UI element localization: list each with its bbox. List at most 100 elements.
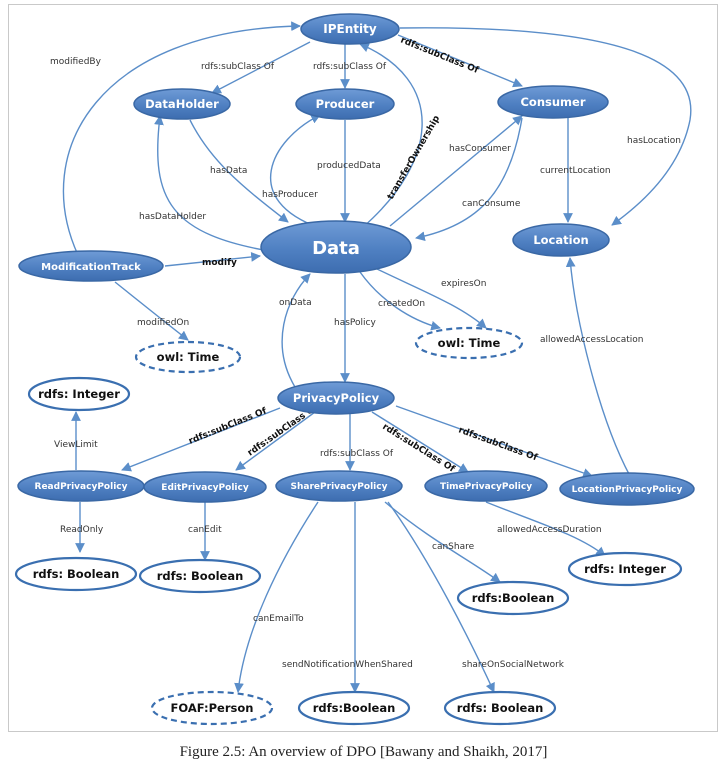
node-dataholder: DataHolder [133, 88, 231, 120]
edge-shareonsocialnetwork [387, 501, 495, 693]
node-modificationtrack: ModificationTrack [18, 250, 164, 282]
node-boolean-notification: rdfs:Boolean [297, 690, 411, 726]
label-createdon: createdOn [378, 299, 425, 309]
svg-text:SharePrivacyPolicy: SharePrivacyPolicy [291, 482, 388, 492]
label-hasdataholder: hasDataHolder [139, 212, 206, 222]
node-timeprivacypolicy: TimePrivacyPolicy [424, 470, 548, 502]
node-boolean-canshare: rdfs:Boolean [456, 580, 570, 616]
svg-text:rdfs: Boolean: rdfs: Boolean [457, 701, 544, 715]
edge-modify [164, 252, 261, 267]
label-currentlocation: currentLocation [540, 166, 611, 176]
svg-text:owl: Time: owl: Time [438, 336, 501, 350]
svg-text:rdfs:Boolean: rdfs:Boolean [313, 701, 396, 715]
svg-text:ModificationTrack: ModificationTrack [41, 262, 141, 273]
node-privacypolicy: PrivacyPolicy [277, 381, 395, 415]
svg-text:Data: Data [312, 238, 360, 259]
svg-text:rdfs: Integer: rdfs: Integer [584, 562, 666, 576]
edge-hasconsumer [389, 115, 523, 227]
node-boolean-readonly: rdfs: Boolean [14, 556, 138, 592]
svg-text:FOAF:Person: FOAF:Person [171, 701, 254, 715]
svg-text:TimePrivacyPolicy: TimePrivacyPolicy [440, 482, 532, 492]
label-produceddata: producedData [317, 161, 381, 171]
label-transferownership: transferOwnership [386, 114, 443, 202]
svg-text:IPEntity: IPEntity [323, 22, 377, 36]
node-boolean-canedit: rdfs: Boolean [138, 558, 262, 594]
label-ondata: onData [279, 298, 312, 308]
edge-hasdataholder [154, 115, 276, 253]
svg-text:ReadPrivacyPolicy: ReadPrivacyPolicy [35, 482, 128, 492]
node-owltime-modified: owl: Time [134, 340, 242, 374]
figure-frame [8, 4, 718, 732]
label-subclass-consumer: rdfs:subClass Of [399, 36, 480, 76]
edge-allowedaccesslocation [565, 257, 631, 477]
node-ipentity: IPEntity [300, 13, 400, 45]
edge-canemailto [234, 501, 319, 693]
label-readonly: ReadOnly [60, 525, 104, 535]
literal-nodes: owl: Time owl: Time rdfs: Integer rdfs: … [14, 326, 683, 726]
node-producer: Producer [295, 88, 395, 120]
node-locationprivacypolicy: LocationPrivacyPolicy [559, 472, 695, 506]
edge-canconsume [415, 117, 523, 242]
label-subclass-dataholder: rdfs:subClass Of [201, 62, 275, 72]
svg-text:DataHolder: DataHolder [145, 97, 219, 111]
edge-transferownership [359, 42, 423, 229]
label-shareonsocialnetwork: shareOnSocialNetwork [462, 660, 565, 670]
node-owltime-created: owl: Time [414, 326, 524, 360]
edge-expireson [374, 267, 487, 329]
svg-text:EditPrivacyPolicy: EditPrivacyPolicy [161, 483, 249, 493]
node-integer-duration: rdfs: Integer [567, 551, 683, 587]
svg-text:rdfs:Boolean: rdfs:Boolean [472, 591, 555, 605]
label-subclass-location: rdfs:subClass Of [457, 425, 539, 463]
node-integer-viewlimit: rdfs: Integer [27, 376, 131, 412]
label-sendnotification: sendNotificationWhenShared [282, 660, 413, 670]
edge-subclass-dataholder [211, 41, 311, 94]
dpo-ontology-diagram: modifiedBy rdfs:subClass Of rdfs:subClas… [14, 13, 695, 726]
label-allowedaccesslocation: allowedAccessLocation [540, 335, 644, 345]
svg-text:owl: Time: owl: Time [157, 350, 220, 364]
svg-text:Consumer: Consumer [520, 95, 585, 109]
node-foaf-person: FOAF:Person [150, 690, 274, 726]
label-expireson: expiresOn [441, 279, 486, 289]
label-modify: modify [202, 258, 237, 268]
label-haslocation: hasLocation [627, 136, 681, 146]
edge-createdon [359, 271, 441, 331]
edge-modifiedon [114, 281, 189, 341]
node-location: Location [512, 223, 610, 257]
edge-hasdata [189, 119, 289, 223]
edge-subclass-location [395, 405, 593, 478]
svg-text:Producer: Producer [316, 97, 375, 111]
node-readprivacypolicy: ReadPrivacyPolicy [17, 470, 145, 502]
edge-haslocation [399, 27, 692, 226]
svg-text:rdfs: Boolean: rdfs: Boolean [33, 567, 120, 581]
node-shareprivacypolicy: SharePrivacyPolicy [275, 470, 403, 502]
edge-allowedaccessduration [485, 501, 606, 557]
edge-subclass-edit [235, 411, 316, 471]
edge-subclass-read [121, 407, 281, 472]
label-hasdata: hasData [210, 166, 247, 176]
edge-canshare [384, 501, 501, 583]
edge-subclass-time [371, 411, 469, 473]
label-hasconsumer: hasConsumer [449, 144, 511, 154]
label-allowedaccessduration: allowedAccessDuration [497, 525, 602, 535]
edges [62, 21, 692, 693]
svg-text:rdfs: Boolean: rdfs: Boolean [157, 569, 244, 583]
label-subclass-share: rdfs:subClass Of [320, 449, 394, 459]
label-canemailto: canEmailTo [253, 614, 304, 624]
edge-ondata [281, 273, 311, 388]
svg-text:PrivacyPolicy: PrivacyPolicy [293, 391, 380, 405]
svg-text:Location: Location [533, 233, 588, 247]
class-nodes: IPEntity DataHolder Producer Consumer Da… [17, 13, 695, 506]
label-subclass-read: rdfs:subClass Of [187, 406, 268, 446]
label-modifiedon: modifiedOn [137, 318, 189, 328]
label-canconsume: canConsume [462, 199, 521, 209]
node-consumer: Consumer [497, 85, 609, 119]
edge-subclass-consumer [397, 34, 523, 88]
label-subclass-producer: rdfs:subClass Of [313, 62, 387, 72]
edge-modifiedby [62, 21, 301, 256]
label-haspolicy: hasPolicy [334, 318, 376, 328]
edge-hasproducer [270, 114, 321, 229]
node-data: Data [260, 220, 412, 274]
node-boolean-social: rdfs: Boolean [443, 690, 557, 726]
label-canshare: canShare [432, 542, 475, 552]
label-modifiedby: modifiedBy [50, 57, 102, 67]
